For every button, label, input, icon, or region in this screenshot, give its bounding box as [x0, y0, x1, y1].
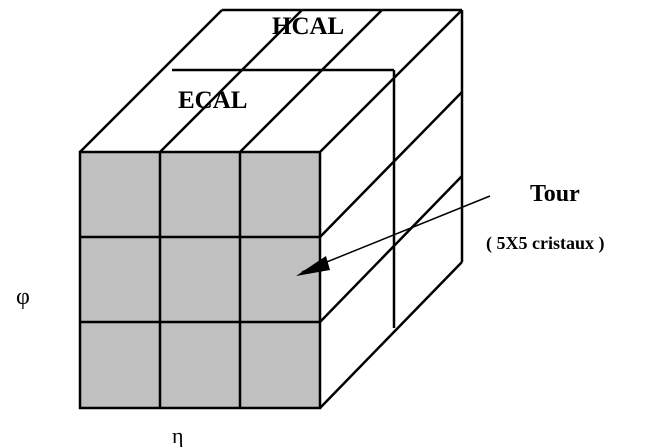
tower-pointer-arrowhead — [296, 256, 330, 276]
tower-sublabel: ( 5X5 cristaux ) — [486, 233, 604, 254]
front-cell-r3-c1 — [80, 322, 160, 408]
tower-label: Tour — [530, 181, 580, 207]
front-cell-r3-c3 — [240, 322, 320, 408]
front-cell-r2-c1 — [80, 237, 160, 323]
right-grid-diagonal-1 — [319, 91, 463, 238]
front-cell-r2-c2 — [160, 237, 240, 323]
top-grid-diagonal-2 — [239, 9, 383, 153]
hcal-label: HCAL — [272, 13, 344, 40]
tower-pointer-line — [301, 195, 491, 273]
right-grid-diagonal-2 — [319, 175, 463, 323]
front-cell-r1-c3 — [240, 152, 320, 238]
front-cell-r1-c1 — [80, 152, 160, 238]
front-cell-r1-c2 — [160, 152, 240, 238]
front-cell-r3-c2 — [160, 322, 240, 408]
ecal-label: ECAL — [178, 87, 247, 114]
cube-wireframe — [78, 8, 491, 410]
front-face-outline — [78, 150, 322, 410]
eta-axis-label: η — [172, 423, 184, 447]
top-right-edge — [319, 9, 463, 153]
right-bottom-edge — [319, 261, 463, 409]
front-face-cells — [80, 152, 320, 408]
top-grid-diagonal-1 — [159, 9, 303, 153]
top-left-edge — [79, 9, 223, 153]
front-cell-r2-c3 — [240, 237, 320, 323]
phi-axis-label: φ — [16, 284, 30, 310]
